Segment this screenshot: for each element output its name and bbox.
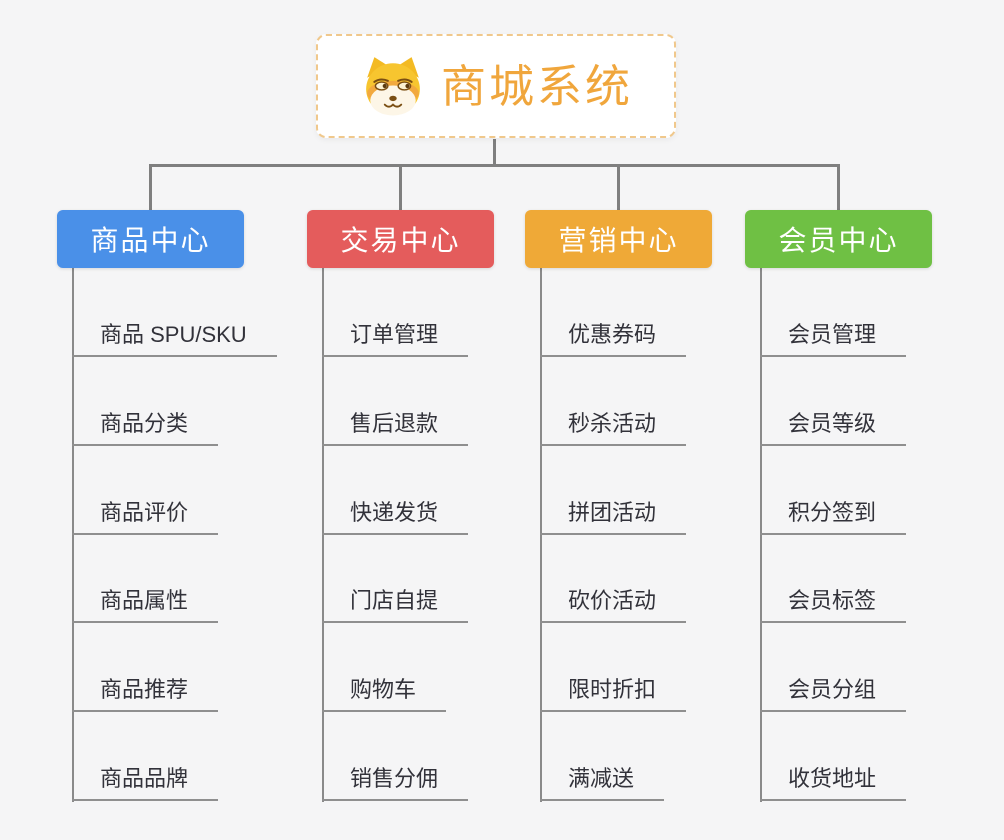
- leaf-node[interactable]: 会员标签: [760, 585, 907, 623]
- branch-node-marketing[interactable]: 营销中心: [525, 210, 712, 268]
- branch-node-trade[interactable]: 交易中心: [307, 210, 494, 268]
- branch-label: 会员中心: [778, 225, 899, 256]
- leaf-node[interactable]: 销售分佣: [322, 763, 469, 801]
- leaf-node[interactable]: 售后退款: [322, 408, 469, 446]
- leaf-node[interactable]: 商品推荐: [72, 674, 219, 712]
- leaf-node[interactable]: 商品 SPU/SKU: [72, 319, 277, 357]
- root-title: 商城系统: [440, 60, 633, 112]
- connector-vline-trade: [322, 268, 324, 802]
- leaf-node[interactable]: 限时折扣: [540, 674, 687, 712]
- branch-node-member[interactable]: 会员中心: [745, 210, 932, 268]
- leaf-node[interactable]: 商品品牌: [72, 763, 219, 801]
- connector-root-stem: [493, 139, 496, 166]
- branch-label: 营销中心: [558, 225, 679, 256]
- leaf-node[interactable]: 砍价活动: [540, 585, 687, 623]
- leaf-node[interactable]: 满减送: [540, 763, 665, 801]
- leaf-node[interactable]: 会员分组: [760, 674, 907, 712]
- leaf-node[interactable]: 门店自提: [322, 585, 469, 623]
- connector-bus: [149, 164, 840, 167]
- connector-vline-marketing: [540, 268, 542, 802]
- connector-vline-product: [72, 268, 74, 802]
- branch-label: 交易中心: [340, 225, 461, 256]
- root-node[interactable]: 商城系统: [316, 34, 676, 138]
- leaf-node[interactable]: 秒杀活动: [540, 408, 687, 446]
- connector-drop-member: [837, 164, 840, 210]
- connector-drop-product: [149, 164, 152, 210]
- leaf-node[interactable]: 收货地址: [760, 763, 907, 801]
- leaf-node[interactable]: 商品分类: [72, 408, 219, 446]
- dog-face-icon: [359, 55, 427, 117]
- connector-vline-member: [760, 268, 762, 802]
- leaf-node[interactable]: 商品属性: [72, 585, 219, 623]
- connector-drop-trade: [399, 164, 402, 210]
- leaf-node[interactable]: 会员等级: [760, 408, 907, 446]
- leaf-node[interactable]: 快递发货: [322, 497, 469, 535]
- leaf-node[interactable]: 商品评价: [72, 497, 219, 535]
- leaf-node[interactable]: 优惠券码: [540, 319, 687, 357]
- connector-drop-marketing: [617, 164, 620, 210]
- leaf-node[interactable]: 购物车: [322, 674, 447, 712]
- leaf-node[interactable]: 订单管理: [322, 319, 469, 357]
- branch-label: 商品中心: [90, 225, 211, 256]
- leaf-node[interactable]: 拼团活动: [540, 497, 687, 535]
- leaf-node[interactable]: 会员管理: [760, 319, 907, 357]
- branch-node-product[interactable]: 商品中心: [57, 210, 244, 268]
- leaf-node[interactable]: 积分签到: [760, 497, 907, 535]
